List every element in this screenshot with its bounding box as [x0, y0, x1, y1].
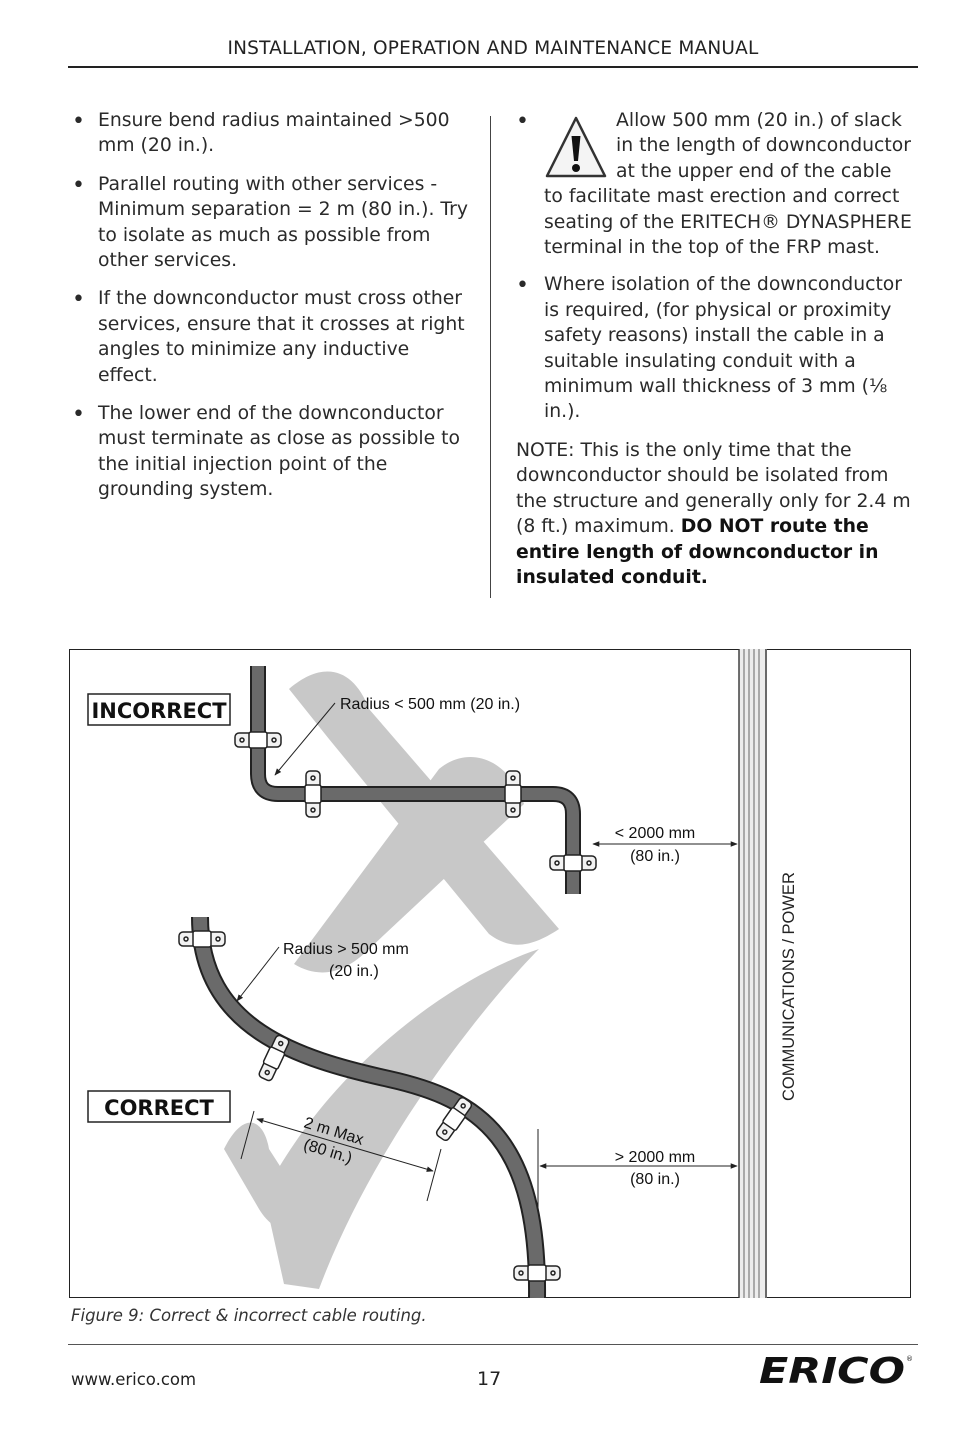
services-conduit	[738, 649, 767, 1298]
bullet-icon: •	[72, 402, 85, 428]
dist-more-label: > 2000 mm	[615, 1149, 695, 1166]
incorrect-cable	[250, 666, 581, 894]
cable-routing-figure: COMMUNICATIONS / POWER	[69, 649, 911, 1298]
page-number: 17	[477, 1368, 502, 1390]
correct-label: CORRECT	[104, 1096, 214, 1120]
header-rule	[68, 66, 918, 68]
note-bold-warning: DO NOT route the entire length of downco…	[516, 516, 879, 588]
svg-text:®: ®	[906, 1355, 913, 1363]
correct-label-box	[87, 1090, 231, 1123]
dist-less-unit: (80 in.)	[630, 848, 680, 865]
note-paragraph: NOTE: This is the only time that the dow…	[516, 439, 911, 588]
radius-large-label: Radius > 500 mm	[283, 941, 409, 958]
cable-clamp	[234, 731, 597, 872]
footer-url: www.erico.com	[71, 1370, 197, 1389]
bullet-icon: •	[72, 109, 85, 134]
incorrect-x-mark	[289, 671, 559, 973]
left-column: •Ensure bend radius maintained >500 mm (…	[72, 108, 472, 516]
extension-line	[240, 1110, 255, 1160]
radius-large-unit: (20 in.)	[329, 963, 379, 980]
list-item: • Allow 500 mm (20 in.) of slack in the …	[516, 108, 916, 260]
correct-cable	[191, 916, 547, 1298]
footer-rule	[68, 1344, 918, 1345]
services-label: COMMUNICATIONS / POWER	[780, 872, 798, 1101]
right-column: • Allow 500 mm (20 in.) of slack in the …	[516, 108, 916, 590]
incorrect-label-box	[87, 693, 231, 726]
bullet-icon: •	[72, 287, 85, 313]
page-header-title: INSTALLATION, OPERATION AND MAINTENANCE …	[227, 38, 759, 59]
bullet-icon: •	[516, 273, 529, 299]
logo-text: ERICO	[759, 1352, 905, 1388]
figure-caption: Figure 9: Correct & incorrect cable rout…	[71, 1306, 427, 1325]
bullet-icon: •	[72, 172, 85, 198]
bullet-icon: •	[516, 109, 529, 134]
warning-triangle-icon	[545, 116, 607, 178]
column-divider	[490, 116, 491, 598]
list-item: •The lower end of the downconductor must…	[72, 402, 461, 501]
list-item: •Ensure bend radius maintained >500 mm (…	[72, 109, 450, 157]
radius-leader-line	[236, 946, 280, 1002]
dist-more-unit: (80 in.)	[630, 1171, 680, 1188]
list-item: •Where isolation of the downconductor is…	[516, 273, 903, 423]
erico-logo: ERICO ®	[759, 1352, 913, 1388]
list-item: •If the downconductor must cross other s…	[72, 287, 465, 386]
dimension-line	[256, 1118, 434, 1172]
radius-leader-line	[274, 702, 336, 776]
list-item: •Parallel routing with other services - …	[72, 172, 468, 272]
cable-clamp	[178, 930, 561, 1282]
extension-line	[426, 1148, 442, 1202]
dist-less-label: < 2000 mm	[615, 825, 695, 842]
radius-small-label: Radius < 500 mm (20 in.)	[340, 696, 520, 713]
warning-text: Allow 500 mm (20 in.) of slack in the le…	[544, 110, 912, 259]
incorrect-label: INCORRECT	[91, 699, 227, 723]
